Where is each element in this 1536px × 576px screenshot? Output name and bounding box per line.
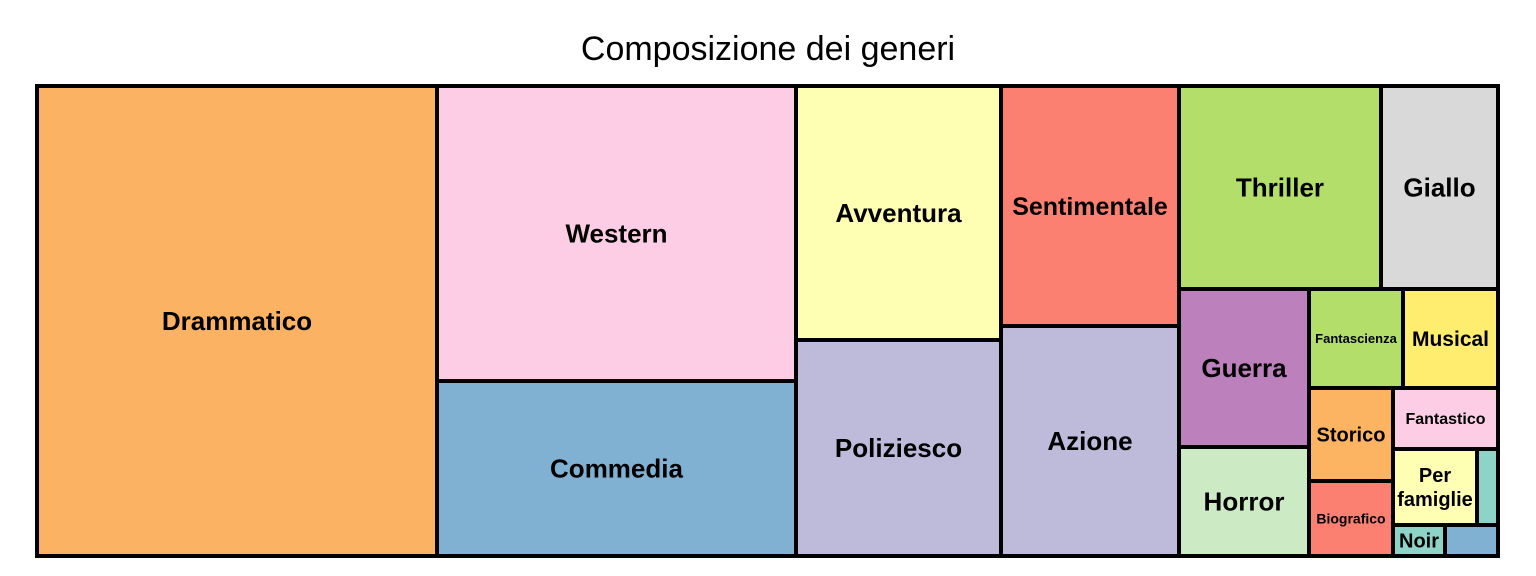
label-fantascienza: Fantascienza (1315, 331, 1397, 346)
tile-horror (1177, 445, 1311, 558)
tile-drammatico (35, 84, 439, 558)
label-avventura: Avventura (835, 198, 962, 228)
label-sentimentale: Sentimentale (1012, 193, 1168, 221)
tile-unlabeled (1475, 447, 1500, 527)
label-storico: Storico (1317, 425, 1386, 447)
label-fantastico: Fantastico (1405, 411, 1485, 428)
tile-western (435, 84, 798, 383)
tile-giallo (1379, 84, 1500, 291)
tile-fantastico (1391, 386, 1500, 451)
tile-guerra (1177, 287, 1311, 449)
tile-storico (1307, 386, 1395, 483)
label-commedia: Commedia (550, 454, 683, 484)
tile-fantascienza (1307, 287, 1405, 390)
label-musical: Musical (1412, 328, 1489, 351)
tile-musical (1401, 287, 1500, 390)
label-western: Western (565, 219, 667, 249)
label-noir: Noir (1399, 531, 1439, 553)
label-drammatico: Drammatico (162, 306, 312, 336)
label-azione: Azione (1047, 426, 1132, 456)
tile-noir (1391, 523, 1447, 558)
tile-per-famiglie (1391, 447, 1479, 527)
tile-thriller (1177, 84, 1383, 291)
label-thriller: Thriller (1236, 173, 1324, 203)
tile-poliziesco (794, 338, 1003, 558)
label-giallo: Giallo (1403, 173, 1475, 203)
label-biografico: Biografico (1316, 510, 1385, 526)
tile-unlabeled (1443, 523, 1500, 558)
label-poliziesco: Poliziesco (835, 433, 962, 463)
label-horror: Horror (1204, 487, 1285, 517)
chart-title: Composizione dei generi (580, 30, 956, 68)
tile-biografico (1307, 479, 1395, 558)
tile-commedia (435, 379, 798, 558)
label-guerra: Guerra (1201, 353, 1287, 383)
